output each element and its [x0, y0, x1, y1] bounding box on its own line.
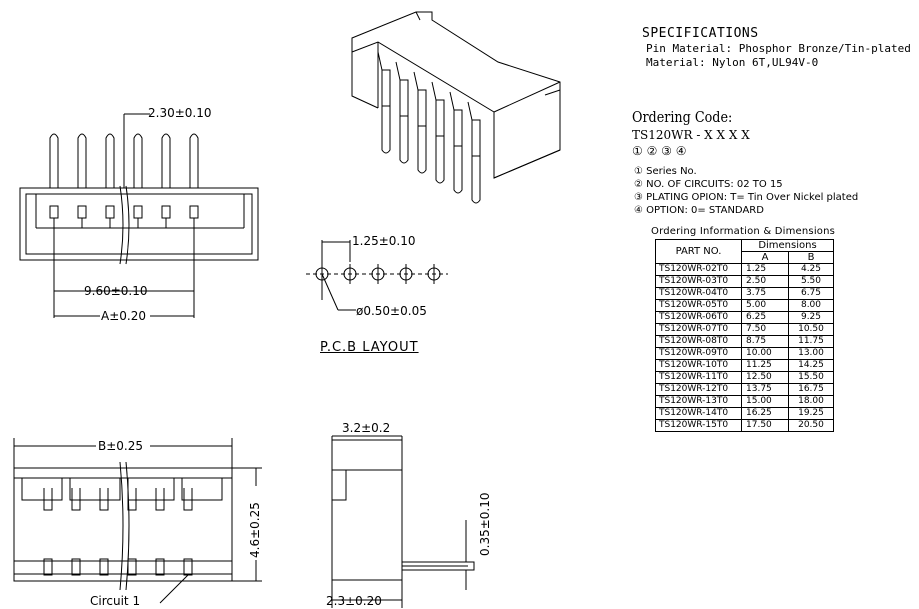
- pcb-layout: [306, 240, 448, 311]
- dim-a-cell: 5.00: [741, 299, 789, 312]
- dim-a-cell: 16.25: [741, 407, 789, 420]
- dim-a-cell: 7.50: [741, 323, 789, 336]
- dim-a: A±0.20: [101, 309, 146, 323]
- specifications-title: SPECIFICATIONS: [642, 26, 759, 41]
- dim-a-cell: 8.75: [741, 335, 789, 348]
- side-view: [331, 435, 475, 608]
- part-number-cell: TS120WR-06T0: [655, 311, 742, 324]
- isometric-pins: [377, 51, 481, 204]
- dim-span-960: 9.60±0.10: [84, 284, 148, 298]
- part-number-cell: TS120WR-02T0: [655, 263, 742, 276]
- option-standard: ④ OPTION: 0= STANDARD: [634, 205, 764, 216]
- dim-b: B±0.25: [98, 439, 144, 453]
- part-number-cell: TS120WR-03T0: [655, 275, 742, 288]
- top-view-pins: [43, 488, 193, 576]
- dim-height: 4.6±0.25: [248, 502, 262, 558]
- dim-b-cell: 20.50: [788, 419, 834, 432]
- dim-b-cell: 5.50: [788, 275, 834, 288]
- dim-a-cell: 10.00: [741, 347, 789, 360]
- header-b: B: [788, 251, 834, 264]
- dim-a-cell: 6.25: [741, 311, 789, 324]
- option-circuits: ② NO. OF CIRCUITS: 02 TO 15: [634, 179, 783, 190]
- option-series: ① Series No.: [634, 166, 697, 177]
- dim-a-cell: 12.50: [741, 371, 789, 384]
- dim-b-cell: 13.00: [788, 347, 834, 360]
- header-a: A: [741, 251, 789, 264]
- option-plating: ③ PLATING OPION: T= Tin Over Nickel plat…: [634, 192, 859, 203]
- ordering-code-title: Ordering Code:: [632, 108, 733, 126]
- dim-b-cell: 10.50: [788, 323, 834, 336]
- dim-b-cell: 14.25: [788, 359, 834, 372]
- dim-a-cell: 13.75: [741, 383, 789, 396]
- top-view: [13, 438, 262, 604]
- part-number-cell: TS120WR-09T0: [655, 347, 742, 360]
- isometric-view: [351, 11, 561, 204]
- dim-side-offset: 2.3±0.20: [326, 594, 382, 608]
- ordering-code: TS120WR - X X X X: [632, 128, 750, 142]
- dim-b-cell: 9.25: [788, 311, 834, 324]
- front-view: [19, 113, 259, 318]
- material: Material: Nylon 6T,UL94V-0: [646, 56, 819, 69]
- header-part-no: PART NO.: [655, 239, 742, 264]
- dim-b-cell: 4.25: [788, 263, 834, 276]
- dim-b-cell: 18.00: [788, 395, 834, 408]
- dim-b-cell: 8.00: [788, 299, 834, 312]
- dim-b-cell: 6.75: [788, 287, 834, 300]
- dim-b-cell: 16.75: [788, 383, 834, 396]
- dim-pcb-hole: ø0.50±0.05: [356, 304, 427, 318]
- ordering-code-numbers: ① ② ③ ④: [632, 144, 687, 158]
- dim-b-cell: 19.25: [788, 407, 834, 420]
- dim-b-cell: 11.75: [788, 335, 834, 348]
- part-number-cell: TS120WR-12T0: [655, 383, 742, 396]
- part-number-cell: TS120WR-04T0: [655, 287, 742, 300]
- dim-a-cell: 11.25: [741, 359, 789, 372]
- header-dimensions: Dimensions: [741, 239, 834, 252]
- dim-pitch-top: 2.30±0.10: [148, 106, 212, 120]
- part-number-cell: TS120WR-05T0: [655, 299, 742, 312]
- dim-a-cell: 1.25: [741, 263, 789, 276]
- dim-a-cell: 15.00: [741, 395, 789, 408]
- dim-a-cell: 17.50: [741, 419, 789, 432]
- circuit-1-label: Circuit 1: [90, 594, 141, 608]
- part-number-cell: TS120WR-15T0: [655, 419, 742, 432]
- dim-a-cell: 2.50: [741, 275, 789, 288]
- part-number-cell: TS120WR-10T0: [655, 359, 742, 372]
- dim-pcb-pitch: 1.25±0.10: [352, 234, 416, 248]
- part-number-cell: TS120WR-08T0: [655, 335, 742, 348]
- dim-side-width: 3.2±0.2: [342, 421, 391, 435]
- part-number-cell: TS120WR-07T0: [655, 323, 742, 336]
- part-number-cell: TS120WR-11T0: [655, 371, 742, 384]
- part-number-cell: TS120WR-13T0: [655, 395, 742, 408]
- part-number-cell: TS120WR-14T0: [655, 407, 742, 420]
- table-title: Ordering Information & Dimensions: [651, 226, 836, 237]
- pcb-layout-title: P.C.B LAYOUT: [320, 340, 419, 355]
- dim-a-cell: 3.75: [741, 287, 789, 300]
- dim-b-cell: 15.50: [788, 371, 834, 384]
- front-pins: [49, 133, 199, 228]
- pin-material: Pin Material: Phosphor Bronze/Tin-plated: [646, 42, 911, 55]
- dim-pin-thickness: 0.35±0.10: [478, 492, 492, 557]
